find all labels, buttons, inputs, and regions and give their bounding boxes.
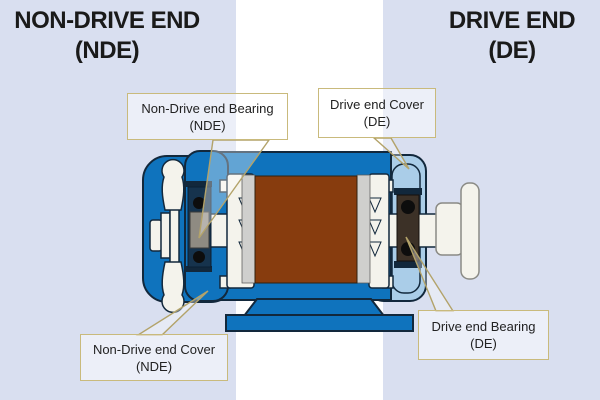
label-de-cover: Drive end Cover (DE)	[318, 88, 436, 138]
label-de-cover-line1: Drive end Cover	[330, 97, 424, 112]
heading-non-drive-end-line1: NON-DRIVE END	[14, 7, 200, 34]
mounting-base	[225, 298, 414, 332]
pointer-nde-bearing	[198, 139, 271, 239]
label-nde-bearing-line2: (NDE)	[189, 117, 226, 133]
label-nde-cover: Non-Drive end Cover (NDE)	[80, 334, 228, 381]
cooling-fan	[149, 158, 185, 314]
de-bearing	[394, 188, 422, 268]
shaft-coupling-pulley	[435, 182, 480, 280]
nde-bearing	[186, 181, 212, 272]
heading-drive-end: DRIVE END (DE)	[407, 6, 600, 66]
label-de-cover-line2: (DE)	[363, 114, 391, 129]
label-de-bearing: Drive end Bearing (DE)	[418, 310, 549, 360]
label-nde-bearing: Non-Drive end Bearing (NDE)	[127, 93, 288, 140]
heading-non-drive-end-line2: (NDE)	[74, 37, 140, 64]
heading-drive-end-line1: DRIVE END	[448, 7, 576, 34]
heading-drive-end-line2: (DE)	[488, 37, 536, 64]
pointer-de-cover	[372, 137, 410, 170]
callout-pointers	[135, 137, 455, 336]
label-nde-cover-line2: (NDE)	[135, 358, 173, 374]
label-nde-cover-line1: Non-Drive end Cover	[92, 341, 216, 357]
heading-non-drive-end: NON-DRIVE END (NDE)	[2, 6, 212, 66]
rotor-core	[241, 174, 371, 284]
label-de-bearing-line1: Drive end Bearing	[431, 319, 536, 334]
label-nde-bearing-line1: Non-Drive end Bearing	[141, 100, 274, 116]
label-de-bearing-line2: (DE)	[470, 336, 497, 351]
